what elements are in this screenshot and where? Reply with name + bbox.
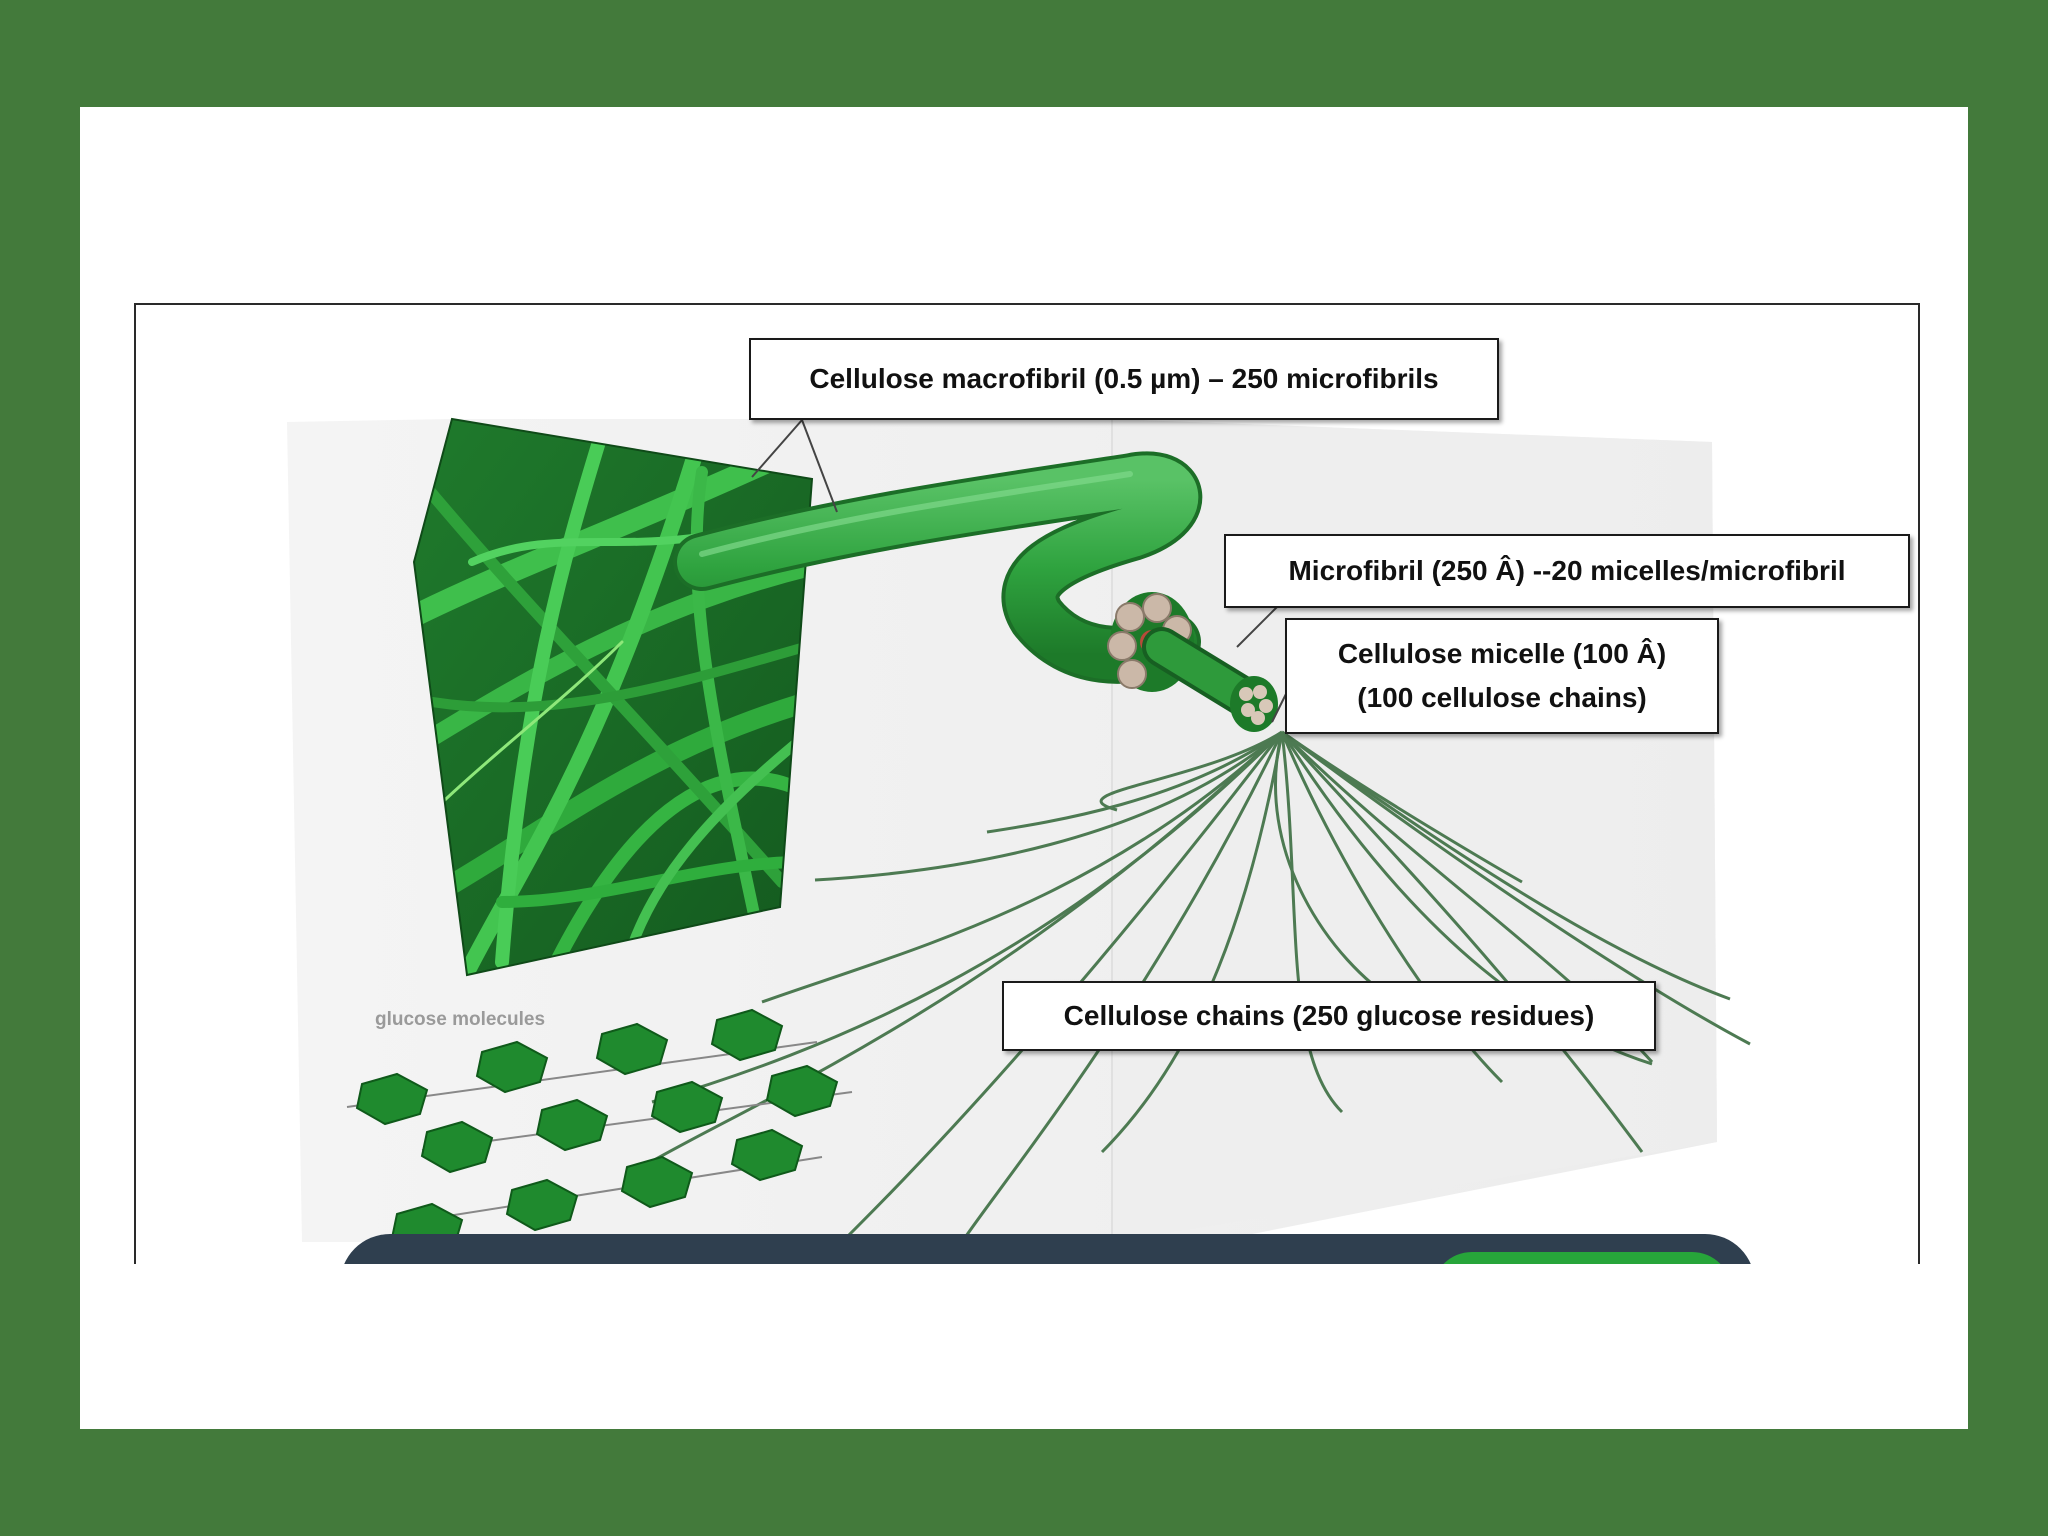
leader-lines [751, 419, 1288, 723]
chains-label-box: Cellulose chains (250 glucose residues) [1002, 981, 1656, 1051]
glucose-molecules [346, 1008, 853, 1256]
glucose-molecules-label: glucose molecules [375, 1009, 546, 1030]
microfibril-label: Microfibril (250 Â) --20 micelles/microf… [1288, 555, 1846, 586]
macrofibril-label-box: Cellulose macrofibril (0.5 µm) – 250 mic… [749, 338, 1499, 420]
cellulose-structure-illustration [287, 417, 1751, 1256]
micelle-label-line1: Cellulose micelle (100 Â) [1337, 638, 1667, 669]
figure-frame [134, 303, 1920, 1265]
sem-fiber-image [412, 417, 814, 977]
chains-label: Cellulose chains (250 glucose residues) [1063, 1000, 1595, 1031]
macrofibril-tube [673, 451, 1203, 684]
micelle-label-line2: (100 cellulose chains) [1357, 682, 1647, 713]
microfibril-label-box: Microfibril (250 Â) --20 micelles/microf… [1224, 534, 1910, 608]
micelle-tube [1142, 627, 1278, 732]
macrofibril-label: Cellulose macrofibril (0.5 µm) – 250 mic… [809, 363, 1439, 394]
micelle-label-box: Cellulose micelle (100 Â) (100 cellulose… [1285, 618, 1719, 734]
slide-bottom-area [134, 1264, 1920, 1429]
